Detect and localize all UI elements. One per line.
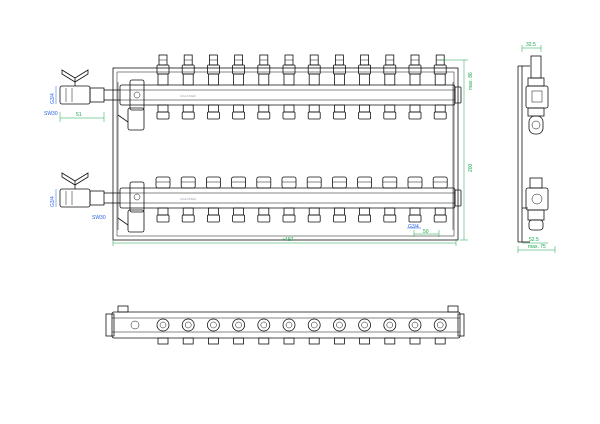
svg-text:51: 51: [76, 112, 82, 118]
top-view-outlet: [383, 318, 397, 345]
supply-outlet: [232, 104, 246, 120]
top-view-outlet: [332, 318, 346, 345]
top-view-outlet: [307, 318, 321, 345]
supply-outlet: [332, 104, 346, 120]
front-outlets: [155, 54, 448, 223]
ball-valve-top: [59, 69, 120, 105]
supply-outlet: [433, 104, 447, 120]
top-view-outlet: [206, 318, 220, 345]
return-outlet: [332, 207, 346, 223]
top-view-outlet: [181, 318, 195, 345]
return-valve: [357, 176, 373, 189]
return-valve: [306, 176, 322, 189]
flow-meter: [408, 54, 422, 86]
dimension-pipe-size-bottom: G3/4: [50, 189, 57, 207]
dimension-pipe-size-top: G3/4: [50, 86, 57, 104]
return-bar-marking: SCHLÖSSER: [180, 197, 196, 201]
mounting-bracket: [112, 67, 459, 241]
return-outlet: [307, 207, 321, 223]
flow-meter: [433, 54, 447, 86]
top-view-outlets: [156, 318, 447, 345]
dimension-side-bottom: 52.5 max. 75: [517, 237, 556, 253]
label-sw-bottom: SW30: [92, 215, 106, 221]
supply-outlet: [156, 104, 170, 120]
return-outlet: [156, 207, 170, 223]
flow-meter: [156, 54, 170, 86]
supply-outlet: [408, 104, 422, 120]
flow-meter: [358, 54, 372, 86]
top-view-outlet: [358, 318, 372, 345]
return-outlet: [408, 207, 422, 223]
return-valve: [407, 176, 423, 189]
flow-meter: [206, 54, 220, 86]
top-view-outlet: [408, 318, 422, 345]
return-valve: [256, 176, 272, 189]
dimension-side-top: 32.5: [521, 42, 542, 52]
top-view-outlet: [257, 318, 271, 345]
svg-text:G3/4: G3/4: [50, 196, 56, 207]
return-outlet: [181, 207, 195, 223]
dimension-outlet-pitch: 50: [413, 229, 440, 237]
return-valve: [180, 176, 196, 189]
supply-bar-marking: SCHLÖSSER: [180, 94, 196, 98]
top-view-outlet: [156, 318, 170, 345]
return-outlet: [282, 207, 296, 223]
return-outlet: [206, 207, 220, 223]
right-end-caps: [454, 86, 462, 207]
dimension-outlet-thread: G3/4: [407, 224, 421, 230]
supply-outlet: [383, 104, 397, 120]
svg-text:G3/4: G3/4: [50, 93, 56, 104]
svg-text:~497: ~497: [282, 237, 293, 243]
supply-outlet: [358, 104, 372, 120]
return-valve: [432, 176, 448, 189]
return-valve: [382, 176, 398, 189]
svg-text:50: 50: [423, 229, 429, 235]
return-valve: [281, 176, 297, 189]
top-view-outlet: [282, 318, 296, 345]
side-view: 32.5 52.5 max. 75: [517, 42, 556, 253]
return-bar: [119, 187, 456, 209]
dimension-max-86: max. 86: [440, 59, 474, 95]
top-view-outlet: [433, 318, 447, 345]
svg-text:200: 200: [468, 163, 474, 172]
return-outlet: [232, 207, 246, 223]
svg-text:max. 75: max. 75: [528, 244, 546, 250]
return-outlet: [383, 207, 397, 223]
return-outlet: [358, 207, 372, 223]
return-valve: [205, 176, 221, 189]
svg-text:52.5: 52.5: [529, 237, 539, 243]
top-view: [105, 305, 465, 345]
supply-outlet: [206, 104, 220, 120]
ball-valve-bottom: [59, 172, 120, 208]
return-outlet: [433, 207, 447, 223]
return-valve: [155, 176, 171, 189]
return-valve: [331, 176, 347, 189]
supply-outlet: [282, 104, 296, 120]
top-view-outlet: [232, 318, 246, 345]
dimension-width-51: 51: [59, 112, 105, 122]
flow-meter: [282, 54, 296, 86]
svg-text:max. 86: max. 86: [468, 72, 474, 90]
label-sw-top: SW30: [44, 111, 58, 117]
supply-outlet: [307, 104, 321, 120]
left-end-fittings: [117, 79, 145, 233]
return-valve: [231, 176, 247, 189]
dimension-total-length: ~497: [112, 237, 457, 246]
svg-text:32.5: 32.5: [526, 42, 536, 48]
flow-meter: [332, 54, 346, 86]
mounting-bracket-inner: [116, 71, 455, 237]
supply-outlet: [181, 104, 195, 120]
dimension-height-200: 200: [460, 95, 474, 241]
flow-meter: [307, 54, 321, 86]
flow-meter: [232, 54, 246, 86]
return-outlet: [257, 207, 271, 223]
svg-text:G3/4: G3/4: [408, 224, 419, 230]
supply-outlet: [257, 104, 271, 120]
front-view: SCHLÖSSER SCHLÖSSER: [44, 54, 474, 246]
flow-meter: [383, 54, 397, 86]
flow-meter: [257, 54, 271, 86]
supply-bar: [119, 84, 456, 106]
flow-meter: [181, 54, 195, 86]
